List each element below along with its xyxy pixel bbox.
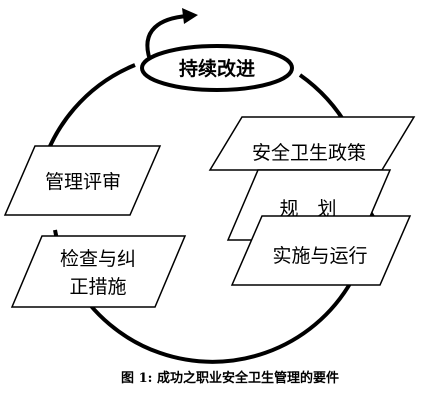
planning-label: 规 划	[279, 198, 336, 220]
improvement-oval-label: 持续改进	[179, 57, 255, 80]
review-box	[3, 145, 162, 216]
improvement-arrow	[145, 14, 189, 61]
implementation-box	[230, 215, 412, 286]
improvement-oval	[140, 44, 294, 92]
figure-caption: 图 1: 成功之职业安全卫生管理的要件	[121, 370, 339, 386]
check-label-line2: 正措施	[69, 276, 126, 298]
check-label-line1: 检查与纠	[60, 248, 136, 270]
implementation-label: 实施与运行	[272, 245, 367, 267]
review-label: 管理评审	[45, 171, 121, 193]
policy-label: 安全卫生政策	[252, 142, 366, 164]
check-box	[10, 235, 187, 308]
improvement-arrow-head	[182, 8, 198, 24]
